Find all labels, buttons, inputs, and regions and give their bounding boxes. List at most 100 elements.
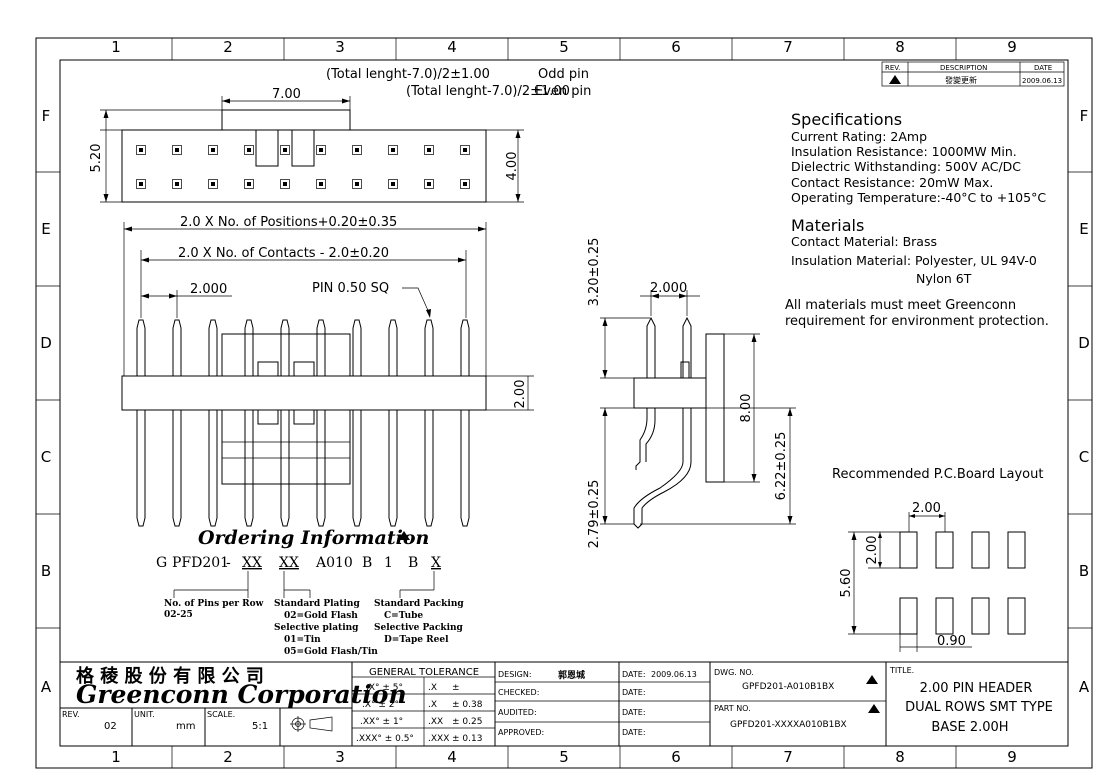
even-pin-label: Even pin (535, 84, 591, 99)
pin-upper (388, 319, 398, 376)
pin-square (424, 179, 434, 189)
pcb-pad (1007, 531, 1026, 569)
pin-square (244, 145, 254, 155)
dwg-no-value: GPFD201-A010B1BX (742, 682, 834, 692)
design-label: DESIGN: (498, 670, 532, 679)
pin-lower (316, 410, 326, 527)
code-1: 1 (384, 555, 393, 571)
ordering-title: Ordering Information (198, 527, 429, 549)
tol-linear-4: .XXX (428, 734, 449, 744)
tol-value-3: ± 0.25 (452, 717, 482, 727)
column-label-top: 3 (335, 38, 345, 56)
row-label-right: C (1079, 448, 1089, 466)
spec-line-dielectric: Dielectric Withstanding: 500V AC/DC (791, 159, 1021, 174)
pin-upper (208, 319, 218, 376)
pin-square (136, 179, 146, 189)
part-no-value: GPFD201-XXXXA010B1BX (730, 720, 847, 730)
contact-material: Contact Material: Brass (791, 234, 937, 249)
column-label-bottom: 5 (559, 748, 569, 766)
packing-line-4: D=Tape Reel (384, 635, 449, 645)
spec-line-current: Current Rating: 2Amp (791, 129, 927, 144)
dwg-no-label: DWG. NO. (714, 668, 754, 677)
date-label-2: DATE: (622, 688, 646, 697)
column-label-bottom: 1 (111, 748, 121, 766)
pin-lower (388, 410, 398, 527)
tol-angle-2: .X° ± 2° (362, 700, 399, 710)
code-b: B (362, 555, 372, 571)
pin-core (355, 182, 359, 186)
code-dash: - (226, 555, 231, 571)
pin-square (208, 145, 218, 155)
pin-core (139, 148, 143, 152)
pin-lower (352, 410, 362, 527)
date-label-4: DATE: (622, 728, 646, 737)
pin-lower (424, 410, 434, 527)
pin-square (460, 179, 470, 189)
side-view: 3.20±0.25 2.000 8.00 6.22±0.25 2.79±0.25 (587, 238, 796, 548)
title-line-1: 2.00 PIN HEADER (920, 681, 1033, 696)
pcb-layout-title: Recommended P.C.Board Layout (832, 467, 1043, 482)
pin-square (388, 145, 398, 155)
tol-angle-1: .X° ± 5° (366, 683, 403, 693)
specifications-title: Specifications (791, 110, 902, 129)
tol-linear-3: .XX (428, 717, 443, 727)
dim-5-20: 5.20 (89, 144, 104, 173)
tolerance-title: GENERAL TOLERANCE (369, 667, 479, 678)
row-label-right: B (1079, 562, 1089, 580)
column-label-top: 2 (223, 38, 233, 56)
column-label-bottom: 4 (447, 748, 457, 766)
plating-line-3: Selective plating (274, 623, 359, 633)
pin-note: PIN 0.50 SQ (312, 281, 389, 296)
pin-lower (244, 410, 254, 527)
revision-date: 2009.06.13 (1022, 77, 1062, 85)
pin-upper (460, 319, 470, 376)
pin-square (208, 179, 218, 189)
materials-note-1: All materials must meet Greenconn (785, 298, 1016, 313)
pin-core (391, 148, 395, 152)
column-label-top: 7 (783, 38, 793, 56)
tol-angle-3: .XX° ± 1° (360, 717, 403, 727)
materials-title: Materials (791, 216, 864, 235)
rev-value: 02 (104, 721, 117, 732)
code-series: PFD201 (172, 555, 229, 571)
title-block: 格 稜 股 份 有 限 公 司 Greenconn Corporation RE… (59, 661, 1069, 747)
pin-core (139, 182, 143, 186)
dim-2-00-height: 2.00 (513, 380, 528, 409)
pin-core (319, 182, 323, 186)
pin-square (172, 179, 182, 189)
pin-core (463, 148, 467, 152)
packing-line-3: Selective Packing (374, 623, 464, 633)
plating-line-2: 02=Gold Flash (284, 611, 358, 621)
row-label-left: C (41, 448, 51, 466)
row-label-left: F (42, 107, 51, 125)
column-label-top: 1 (111, 38, 121, 56)
insulation-material: Insulation Material: Polyester, UL 94V-0 (791, 253, 1037, 268)
pcb-dim-5-60: 5.60 (839, 569, 854, 598)
pcb-pad (935, 597, 954, 635)
pin-lower (136, 410, 146, 527)
audited-label: AUDITED: (498, 708, 537, 717)
pin-core (283, 182, 287, 186)
title-line-2: DUAL ROWS SMT TYPE (905, 700, 1053, 715)
pins-per-row-label: No. of Pins per Row (164, 599, 264, 609)
pin-square (388, 179, 398, 189)
column-label-top: 8 (895, 38, 905, 56)
column-label-bottom: 6 (671, 748, 681, 766)
part-no-label: PART NO. (714, 704, 751, 713)
pin-square (280, 145, 290, 155)
dim-positions: 2.0 X No. of Positions+0.20±0.35 (180, 215, 397, 230)
pin-core (391, 182, 395, 186)
warning-triangle-icon (398, 531, 410, 540)
tol-value-4: ± 0.13 (452, 734, 482, 744)
row-label-right: E (1079, 220, 1088, 238)
packing-line-2: C=Tube (384, 611, 423, 621)
description-header: DESCRIPTION (940, 64, 987, 72)
projection-symbol-icon (290, 716, 333, 732)
title-label: TITLE. (889, 666, 914, 675)
approved-label: APPROVED: (498, 728, 544, 737)
pin-lower (280, 410, 290, 527)
tol-value-2: ± 0.38 (452, 700, 483, 710)
odd-pin-label: Odd pin (538, 67, 589, 82)
pcb-pad (899, 597, 918, 635)
